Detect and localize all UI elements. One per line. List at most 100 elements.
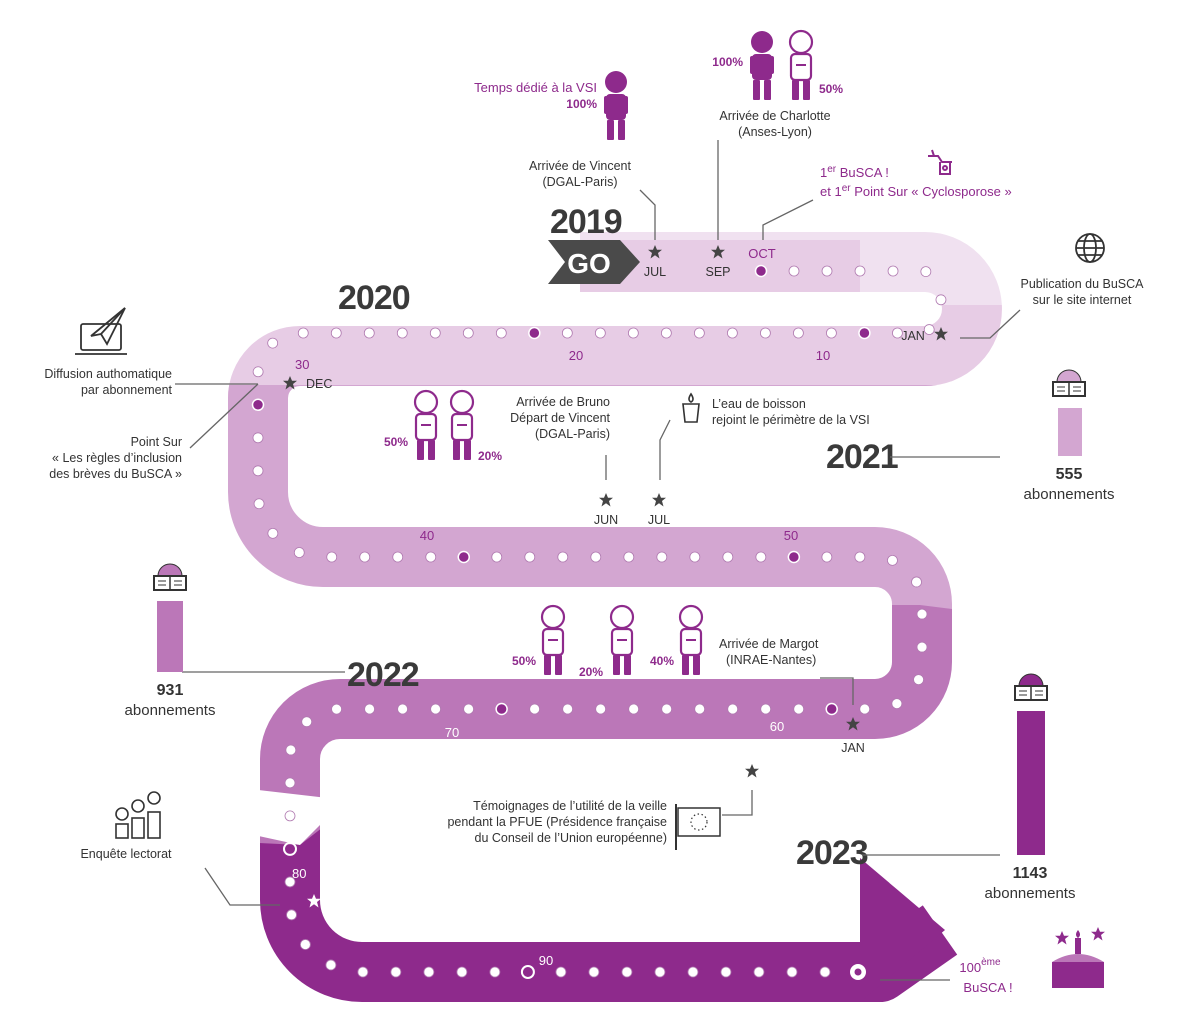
issue-dot xyxy=(528,326,541,340)
issue-dot xyxy=(253,498,265,510)
issue-dot xyxy=(595,703,607,715)
issue-dot xyxy=(390,966,402,978)
month-sep-2019: SEP xyxy=(705,265,730,279)
dot-label-30: 30 xyxy=(295,357,309,372)
issue-dot xyxy=(299,939,311,950)
issue-dot xyxy=(693,327,705,339)
issue-dot xyxy=(760,703,772,715)
month-jan-2022: JAN xyxy=(841,741,865,755)
margot-line2: (INRAE-Nantes) xyxy=(726,653,816,667)
issue-dot xyxy=(285,744,297,756)
first-point-sur: et 1er Point Sur « Cyclosporose » xyxy=(820,183,1012,199)
vincent-line2: (DGAL-Paris) xyxy=(542,175,617,189)
enquete-label: Enquête lectorat xyxy=(80,847,172,861)
subscriptions-2023-count: 1143 xyxy=(1013,865,1048,882)
issue-dot xyxy=(252,465,264,477)
temoin-line1: Témoignages de l’utilité de la veille xyxy=(473,799,667,813)
issue-dot xyxy=(283,841,297,856)
first-busca: 1er BuSCA ! xyxy=(820,164,889,180)
issue-dot xyxy=(935,294,947,306)
issue-dot xyxy=(859,703,871,715)
issue-dot xyxy=(759,327,771,339)
bruno-line2: Départ de Vincent xyxy=(510,411,610,425)
issue-dot xyxy=(854,265,866,277)
issue-dot xyxy=(920,266,932,278)
diffusion-line2: par abonnement xyxy=(81,383,173,397)
issue-dot xyxy=(793,703,805,715)
pct-50-charlotte: 50% xyxy=(819,82,843,96)
issue-dot xyxy=(786,966,798,978)
issue-dot xyxy=(425,551,437,563)
issue-dot xyxy=(821,265,833,277)
pct-100-vincent: 100% xyxy=(566,97,597,111)
issue-dot xyxy=(923,324,935,335)
issue-dot xyxy=(297,327,309,339)
issue-dot xyxy=(363,327,375,339)
temoin-line2: pendant la PFUE (Présidence française xyxy=(447,815,667,829)
issue-dot xyxy=(628,703,640,715)
star-icon xyxy=(652,493,666,507)
issue-dot xyxy=(623,551,635,563)
globe-icon xyxy=(1075,233,1105,263)
subscription-bar-2021 xyxy=(1058,408,1082,456)
issue-dot xyxy=(654,966,666,978)
issue-dot xyxy=(627,327,639,339)
issue-dot xyxy=(359,551,371,563)
issue-dot xyxy=(594,327,606,339)
issue-dot xyxy=(397,703,408,715)
year-2020: 2020 xyxy=(338,279,410,317)
issue-dot xyxy=(562,703,574,715)
issue-dot xyxy=(489,966,501,978)
year-2023: 2023 xyxy=(796,834,868,872)
issue-dot xyxy=(788,265,800,277)
dot-label-90: 90 xyxy=(539,953,553,968)
temps-vsi-label: Temps dédié à la VSI xyxy=(474,80,597,95)
issue-dot xyxy=(825,702,838,716)
issue-dots xyxy=(251,264,947,980)
issue-dot xyxy=(529,703,541,715)
issue-dot xyxy=(755,551,767,563)
cake-icon xyxy=(1052,927,1105,988)
issue-dot xyxy=(456,966,468,978)
issue-dot xyxy=(793,327,804,339)
issue-dot xyxy=(891,698,903,710)
issue-dot xyxy=(854,551,866,563)
issue-dot xyxy=(429,327,441,339)
issue-dot xyxy=(326,551,338,563)
person-icon xyxy=(609,604,635,677)
issue-dot xyxy=(726,327,738,339)
final-issue-dot-center xyxy=(854,968,862,976)
charlotte-line2: (Anses-Lyon) xyxy=(738,125,812,139)
issue-dot xyxy=(656,551,668,563)
issue-dot xyxy=(621,966,633,978)
month-fev-mar-2023: FEV - MAR xyxy=(328,895,391,909)
pointsur-line2: « Les règles d’inclusion xyxy=(52,451,182,465)
issue-dot xyxy=(887,554,898,566)
issue-dot xyxy=(524,551,536,563)
pointsur-line3: des brèves du BuSCA » xyxy=(49,467,182,481)
month-jan-2020: JAN xyxy=(901,329,925,343)
pct-20-2022: 20% xyxy=(579,665,603,679)
issue-dot xyxy=(887,265,899,277)
month-oct-2019: OCT xyxy=(748,246,776,261)
vincent-line1: Arrivée de Vincent xyxy=(529,159,631,173)
issue-dot xyxy=(495,327,507,339)
eau-line1: L’eau de boisson xyxy=(712,397,806,411)
pct-100-charlotte: 100% xyxy=(712,55,743,69)
dot-label-20: 20 xyxy=(569,348,583,363)
issue-dot xyxy=(267,337,279,349)
issue-dot xyxy=(753,966,765,978)
issue-dot xyxy=(694,703,706,715)
reader-icon xyxy=(153,563,187,591)
issue-dot xyxy=(754,264,768,278)
smiley-chart-icon xyxy=(115,791,161,839)
bruno-line3: (DGAL-Paris) xyxy=(535,427,610,441)
issue-dot xyxy=(252,366,264,378)
margot-line1: Arrivée de Margot xyxy=(719,637,819,651)
year-2022: 2022 xyxy=(347,656,419,694)
issue-dot xyxy=(687,966,699,978)
month-jan-jun-2022: JAN - JUN xyxy=(722,741,781,755)
reader-icon xyxy=(1052,369,1086,397)
